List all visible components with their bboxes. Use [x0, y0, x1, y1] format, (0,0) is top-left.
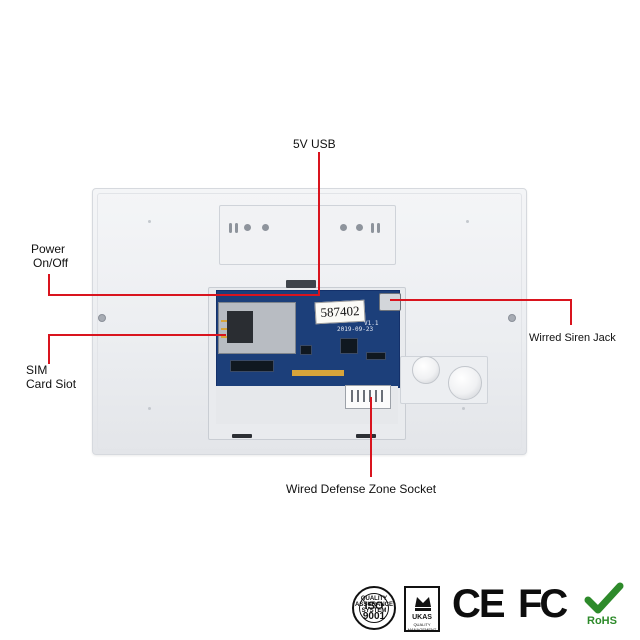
pcb-chip	[300, 345, 312, 355]
defense-zone-connector	[345, 385, 391, 409]
label-5v-usb: 5V USB	[293, 137, 336, 151]
pcb-date-text: 2019-09-23	[337, 326, 374, 333]
bracket-slot	[229, 223, 232, 233]
label-siren-jack: Wirred Siren Jack	[529, 332, 616, 344]
bracket-slot	[371, 223, 374, 233]
check-icon	[584, 582, 624, 614]
rohs-logo: RoHS	[584, 582, 628, 632]
sim-callout-line	[48, 334, 226, 336]
siren-jack	[379, 293, 401, 311]
label-defense-zone: Wired Defense Zone Socket	[286, 482, 437, 496]
right-screw	[508, 314, 516, 322]
contact	[221, 328, 227, 330]
siren-callout-line	[390, 299, 572, 301]
wall-mount-bracket	[219, 205, 396, 265]
bracket-hole	[356, 224, 363, 231]
defense-callout-line	[370, 397, 372, 477]
crown-icon	[415, 597, 431, 611]
sim-callout-line	[48, 334, 50, 364]
contact	[221, 320, 227, 322]
ukas-logo: UKAS QUALITY MANAGEMENT	[404, 586, 440, 632]
pcb-chip	[340, 338, 358, 354]
mount-dot	[148, 407, 151, 410]
sim-card-slot	[218, 302, 296, 354]
serial-sticker: 587402	[314, 299, 366, 325]
usb-port	[286, 280, 316, 288]
ce-mark: CE	[452, 582, 506, 626]
bracket-hole	[244, 224, 251, 231]
iso-9001-logo: QUALITY ASSURANCE SYSTEM ISO 9001	[352, 586, 396, 630]
latch-clip	[356, 434, 376, 438]
knob	[412, 356, 440, 384]
mount-dot	[462, 407, 465, 410]
power-callout-line	[48, 294, 318, 296]
iso-ring-text: QUALITY ASSURANCE SYSTEM	[354, 596, 393, 614]
power-callout-line	[48, 274, 50, 296]
pcb-chip	[366, 352, 386, 360]
device-panel-inset	[97, 193, 522, 450]
mount-dot	[466, 220, 469, 223]
ribbon-connector	[292, 370, 344, 376]
bracket-hole	[340, 224, 347, 231]
latch-clip	[232, 434, 252, 438]
knob	[448, 366, 482, 400]
siren-callout-line	[570, 299, 572, 325]
bracket-hole	[262, 224, 269, 231]
left-screw	[98, 314, 106, 322]
rohs-text: RoHS	[587, 615, 617, 627]
usb-callout-line	[318, 152, 320, 296]
fcc-mark: FC	[518, 582, 568, 626]
pcb-chip	[230, 360, 274, 372]
mount-dot	[148, 220, 151, 223]
bracket-slot	[235, 223, 238, 233]
bracket-slot	[377, 223, 380, 233]
pcb-version-text: V1.1	[364, 320, 379, 327]
contact	[221, 336, 227, 338]
